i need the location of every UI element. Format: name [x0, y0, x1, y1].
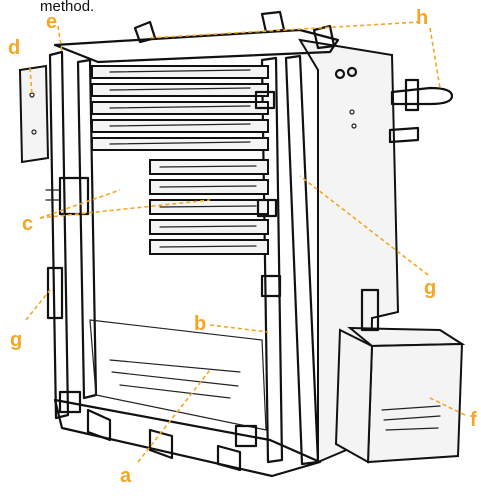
clamp-right-upper — [254, 90, 276, 110]
caption-fragment: method. — [40, 0, 94, 15]
base-skid-right — [216, 444, 242, 472]
label-g-left: g — [10, 329, 22, 351]
unit-f-front — [366, 342, 464, 464]
plate-bolt — [31, 129, 37, 135]
callout-h-2 — [429, 27, 441, 89]
label-b: b — [194, 313, 206, 335]
labels: a b c d e f g g h — [8, 7, 477, 487]
side-connector-1 — [334, 68, 346, 80]
unit-f — [334, 288, 466, 464]
clamp-right-mid — [256, 198, 278, 218]
clamp-right-lower — [260, 274, 282, 298]
frame-structure — [18, 10, 400, 478]
label-g-right: g — [424, 277, 436, 299]
base-frame — [53, 398, 322, 478]
window-left — [46, 266, 64, 320]
callout-c-2 — [39, 199, 211, 219]
handle-upper — [390, 86, 454, 106]
lower-bay-hatch — [109, 359, 241, 399]
left-front-post — [48, 50, 70, 420]
unit-f-mount — [360, 288, 380, 332]
base-skid-left — [86, 408, 112, 442]
label-c: c — [22, 213, 33, 235]
callout-c — [39, 189, 121, 219]
fin-1 — [91, 65, 269, 79]
label-h: h — [416, 7, 428, 29]
callout-d — [29, 67, 33, 96]
fin-2 — [91, 83, 269, 97]
callout-a — [137, 369, 211, 463]
side-plate-d — [18, 64, 50, 164]
handles — [334, 66, 454, 144]
label-a: a — [120, 465, 132, 487]
fin-stack-upper — [91, 65, 269, 151]
unit-f-side — [334, 328, 374, 464]
label-f: f — [470, 409, 477, 431]
side-connector-2 — [346, 66, 358, 78]
fin-5 — [91, 137, 269, 151]
callout-g-left — [25, 289, 51, 321]
clamp-bottom-left — [58, 390, 82, 414]
fin-stack-lower — [149, 159, 269, 255]
base-skid-mid — [148, 428, 174, 460]
fin-4 — [91, 119, 269, 133]
label-e: e — [46, 11, 57, 33]
side-bolt — [351, 123, 357, 129]
callout-b — [209, 324, 269, 333]
callouts — [25, 21, 466, 463]
clamps — [45, 90, 282, 448]
callout-h — [147, 21, 421, 39]
handle-upper-grip — [404, 78, 420, 112]
callout-e — [57, 25, 63, 53]
lower-bay — [89, 319, 267, 431]
label-d: d — [8, 37, 20, 59]
top-lug-left — [133, 20, 157, 44]
top-lug-rear — [312, 24, 336, 50]
top-lug-right — [260, 10, 286, 34]
right-front-post — [260, 56, 284, 464]
callout-g-right — [299, 175, 429, 276]
side-bolt — [349, 109, 355, 115]
plate-bolt — [29, 92, 35, 98]
clamp-bottom — [234, 424, 258, 448]
right-inner-post — [284, 54, 320, 466]
handle-lower — [388, 126, 420, 144]
clamp-left — [58, 176, 90, 216]
